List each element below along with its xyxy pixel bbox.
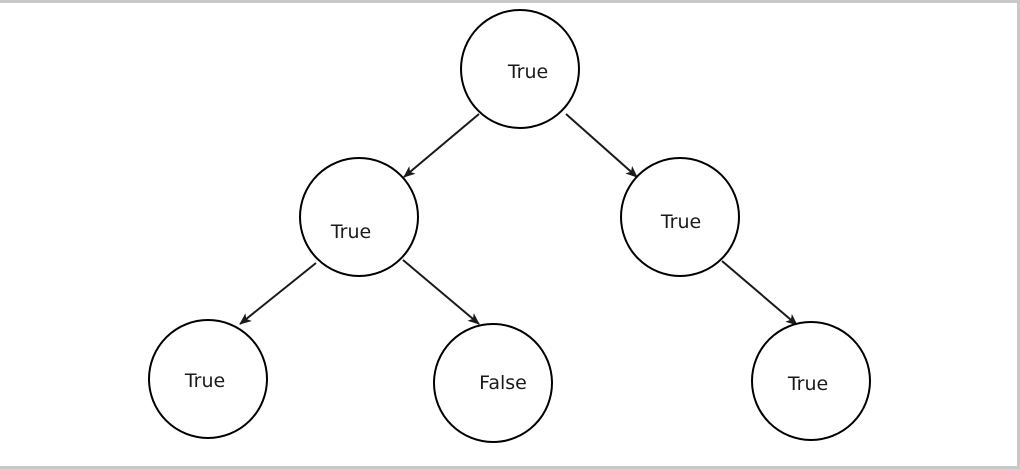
tree-node-root: True (460, 9, 580, 129)
tree-node-right: True (620, 157, 740, 277)
tree-diagram-svg: True True True True False True (148, 9, 871, 443)
edge-right-to-right-right (721, 260, 798, 326)
tree-node-left: True (299, 157, 419, 277)
node-circle (620, 157, 740, 277)
tree-node-right-right: True (751, 321, 871, 441)
node-label: True (330, 221, 371, 243)
node-label: True (787, 373, 828, 395)
node-circle (751, 321, 871, 441)
tree-node-left-left: True (148, 319, 268, 439)
node-circle (460, 9, 580, 129)
node-label: True (660, 211, 701, 233)
node-circle (148, 319, 268, 439)
edge-root-to-right (565, 113, 638, 178)
edge-left-to-left-left (239, 262, 317, 325)
node-label: True (184, 370, 225, 392)
node-label: True (507, 61, 548, 83)
edge-left-to-left-right (402, 259, 480, 325)
node-circle (299, 157, 419, 277)
edge-root-to-left (403, 113, 480, 178)
node-label: False (479, 372, 527, 394)
node-circle (433, 323, 553, 443)
tree-node-left-right: False (433, 323, 553, 443)
